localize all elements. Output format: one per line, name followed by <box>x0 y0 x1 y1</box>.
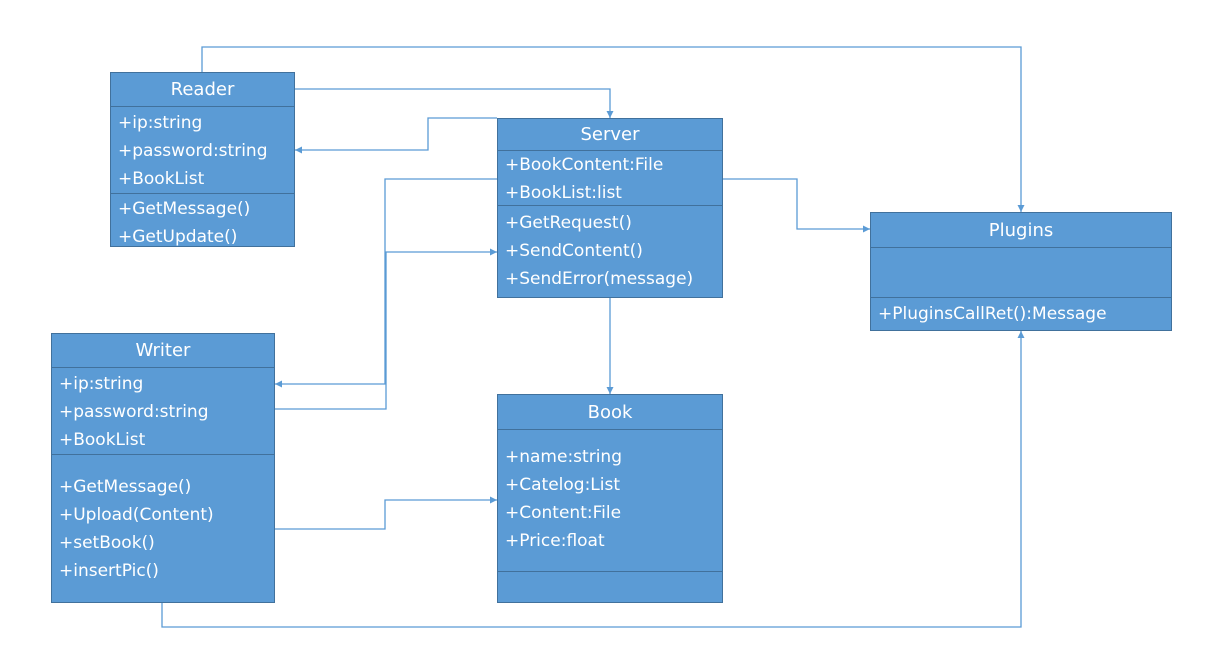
attribute: +Content:File <box>505 503 622 523</box>
method: +GetUpdate() <box>118 227 238 247</box>
attribute: +Price:float <box>505 531 605 551</box>
class-reader-attributes: +ip:string +password:string +BookList <box>111 107 294 194</box>
attribute: +name:string <box>505 447 622 467</box>
class-book-title: Book <box>498 395 722 430</box>
attribute: +BookList:list <box>505 183 622 203</box>
class-book-methods <box>498 572 722 578</box>
class-server-methods: +GetRequest() +SendContent() +SendError(… <box>498 206 722 296</box>
method: +PluginsCallRet():Message <box>878 304 1107 324</box>
class-book[interactable]: Book +name:string +Catelog:List +Content… <box>497 394 723 603</box>
class-server-attributes: +BookContent:File +BookList:list <box>498 151 722 206</box>
method: +insertPic() <box>59 561 159 581</box>
class-plugins-attributes <box>871 248 1171 298</box>
attribute: +BookContent:File <box>505 155 664 175</box>
connector-writer-to-server <box>275 248 497 410</box>
class-writer-attributes: +ip:string +password:string +BookList <box>52 368 274 455</box>
class-plugins-title: Plugins <box>871 213 1171 248</box>
connector-reader-to-plugins <box>201 46 1025 212</box>
class-writer[interactable]: Writer +ip:string +password:string +Book… <box>51 333 275 603</box>
method: +GetMessage() <box>59 477 192 497</box>
class-server-title: Server <box>498 119 722 151</box>
class-reader-methods: +GetMessage() +GetUpdate() <box>111 194 294 254</box>
class-writer-title: Writer <box>52 334 274 368</box>
attribute: +password:string <box>118 141 268 161</box>
class-reader[interactable]: Reader +ip:string +password:string +Book… <box>110 72 295 247</box>
method: +SendError(message) <box>505 269 694 289</box>
attribute: +ip:string <box>118 113 203 133</box>
method: +GetRequest() <box>505 213 632 233</box>
class-plugins-methods: +PluginsCallRet():Message <box>871 298 1171 331</box>
method: +setBook() <box>59 533 155 553</box>
method: +Upload(Content) <box>59 505 214 525</box>
connector-writer-to-book <box>275 496 497 530</box>
attribute: +Catelog:List <box>505 475 621 495</box>
class-server[interactable]: Server +BookContent:File +BookList:list … <box>497 118 723 298</box>
class-reader-title: Reader <box>111 73 294 107</box>
attribute: +password:string <box>59 402 209 422</box>
attribute: +ip:string <box>59 374 144 394</box>
attribute: +BookList <box>59 430 146 450</box>
attribute: +BookList <box>118 169 205 189</box>
connector-server-to-writer <box>275 178 497 388</box>
class-plugins[interactable]: Plugins +PluginsCallRet():Message <box>870 212 1172 331</box>
method: +SendContent() <box>505 241 643 261</box>
class-writer-methods: +GetMessage() +Upload(Content) +setBook(… <box>52 455 274 588</box>
connector-reader-to-server <box>294 88 614 118</box>
class-book-attributes: +name:string +Catelog:List +Content:File… <box>498 430 722 572</box>
connector-writer-to-plugins <box>161 331 1025 628</box>
connector-server-to-reader <box>295 117 497 154</box>
method: +GetMessage() <box>118 199 251 219</box>
connector-server-to-plugins <box>723 178 870 233</box>
